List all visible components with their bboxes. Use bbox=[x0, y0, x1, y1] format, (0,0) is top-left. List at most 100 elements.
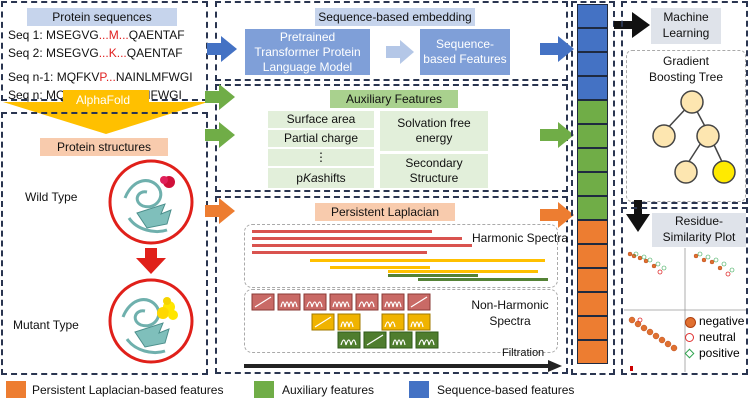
seq-label: Seq n: bbox=[8, 88, 47, 102]
harmonic-spectra-box bbox=[244, 224, 558, 288]
seq-label: Seq 2: bbox=[8, 46, 47, 60]
protein-sequences-title: Protein sequences bbox=[27, 8, 177, 26]
legend-swatch-sequence bbox=[409, 381, 429, 398]
residue-similarity-scatter bbox=[624, 248, 746, 372]
legend-swatch-laplacian bbox=[6, 381, 26, 398]
seq-ellipsis: ... bbox=[118, 28, 129, 42]
laplacian-feature-cell bbox=[577, 340, 608, 364]
seq-suffix: QAENTAF bbox=[126, 46, 183, 60]
laplacian-to-column-arrow bbox=[540, 202, 574, 228]
positive-marker-icon bbox=[684, 348, 695, 359]
ellipsis-item: ⋮ bbox=[268, 149, 374, 166]
auxiliary-feature-cell bbox=[577, 148, 608, 172]
positive-label: positive bbox=[699, 346, 740, 360]
legend-label-laplacian: Persistent Laplacian-based features bbox=[32, 383, 224, 397]
seq-to-embedding-arrow bbox=[207, 36, 237, 62]
residue-similarity-panel bbox=[621, 207, 748, 375]
mutant-type-label: Mutant Type bbox=[13, 318, 79, 332]
laplacian-feature-cell bbox=[577, 244, 608, 268]
persistent-laplacian-panel bbox=[215, 196, 568, 374]
gradient-boosting-tree-label: Gradient Boosting Tree bbox=[648, 54, 724, 84]
legend-positive: positive bbox=[684, 346, 745, 362]
seq-mutation: K bbox=[108, 46, 117, 60]
sequence-feature-cell bbox=[577, 52, 608, 76]
column-to-ml-arrow bbox=[614, 12, 650, 38]
residue-similarity-title: Residue-Similarity Plot bbox=[652, 213, 746, 247]
legend-label-sequence: Sequence-based features bbox=[437, 383, 575, 397]
plm-to-features-arrow bbox=[386, 40, 414, 64]
seq-prefix: MSEGVG bbox=[46, 46, 99, 60]
seq-mutation: M bbox=[108, 28, 119, 42]
solvation-free-energy-item: Solvation free energy bbox=[380, 111, 488, 151]
wild-type-label: Wild Type bbox=[25, 190, 78, 204]
pka-suffix: shifts bbox=[317, 170, 346, 185]
neutral-label: neutral bbox=[699, 330, 736, 344]
persistent-laplacian-title: Persistent Laplacian bbox=[315, 203, 455, 221]
seq-ellipsis: ... bbox=[98, 46, 109, 60]
partial-charge-item: Partial charge bbox=[268, 130, 374, 147]
seq-prefix: MSEGVG bbox=[46, 28, 99, 42]
non-harmonic-plots bbox=[251, 293, 439, 349]
neutral-marker-icon bbox=[685, 333, 694, 342]
seq-suffix: NAINLMFWGI bbox=[115, 70, 193, 84]
sequence-feature-cell bbox=[577, 76, 608, 100]
sequence-feature-cell bbox=[577, 4, 608, 28]
sequence-based-features-box: Sequence-based Features bbox=[420, 29, 510, 75]
embedding-to-column-arrow bbox=[540, 36, 574, 62]
seq-ellipsis: ... bbox=[105, 70, 116, 84]
legend-neutral: neutral bbox=[685, 330, 745, 346]
seq-prefix: MQFKV bbox=[56, 70, 100, 84]
auxiliary-feature-cell bbox=[577, 196, 608, 220]
surface-area-item: Surface area bbox=[268, 111, 374, 128]
structure-to-laplacian-arrow bbox=[205, 198, 235, 224]
negative-marker-icon bbox=[685, 317, 696, 328]
negative-label: negative bbox=[699, 314, 745, 328]
auxiliary-to-column-arrow bbox=[540, 122, 574, 148]
legend-negative: negative bbox=[685, 314, 745, 330]
auxiliary-feature-cell bbox=[577, 100, 608, 124]
alphafold-arrow bbox=[3, 90, 208, 134]
non-harmonic-text: Non-Harmonic Spectra bbox=[471, 298, 549, 329]
sequence-line: Seq 2: MSEGVG...K...QAENTAF bbox=[8, 46, 183, 60]
laplacian-feature-cell bbox=[577, 292, 608, 316]
pka-prefix: p bbox=[296, 170, 303, 185]
seq-mutation: P bbox=[99, 70, 106, 84]
protein-language-model-box: Pretrained Transformer Protein Language … bbox=[245, 29, 370, 75]
laplacian-feature-cell bbox=[577, 316, 608, 340]
harmonic-bars bbox=[252, 230, 548, 281]
auxiliary-feature-cell bbox=[577, 124, 608, 148]
residue-legend: negative neutral positive bbox=[684, 314, 745, 362]
machine-learning-title: Machine Learning bbox=[651, 8, 721, 44]
non-harmonic-spectra-label: Non-Harmonic Spectra bbox=[470, 297, 550, 329]
laplacian-feature-cell bbox=[577, 268, 608, 292]
feature-vector-panel bbox=[571, 1, 615, 375]
alphafold-label: AlphaFold bbox=[75, 93, 131, 107]
filtration-arrow bbox=[244, 360, 562, 372]
feature-vector-column bbox=[577, 4, 608, 364]
mutation-arrow bbox=[136, 248, 166, 274]
sequence-line: Seq 1: MSEGVG...M...QAENTAF bbox=[8, 28, 185, 42]
seq-ellipsis: ... bbox=[116, 46, 127, 60]
sequence-line: Seq n-1: MQFKVP...NAINLMFWGI bbox=[8, 70, 193, 84]
decision-tree-graphic bbox=[652, 90, 736, 184]
pka-sub: Ka bbox=[302, 170, 318, 185]
structure-to-auxiliary-arrow bbox=[205, 122, 235, 148]
laplacian-feature-cell bbox=[577, 220, 608, 244]
protein-structures-title: Protein structures bbox=[40, 138, 168, 156]
seq-label: Seq 1: bbox=[8, 28, 47, 42]
seq-ellipsis: ... bbox=[98, 28, 109, 42]
sequence-feature-cell bbox=[577, 28, 608, 52]
legend-swatch-auxiliary bbox=[254, 381, 274, 398]
seq-suffix: QAENTAF bbox=[128, 28, 185, 42]
protein-structures-panel bbox=[1, 112, 208, 375]
sequence-embedding-panel bbox=[215, 1, 568, 81]
seq-to-auxiliary-arrow bbox=[205, 84, 235, 110]
secondary-structure-item: Secondary Structure bbox=[380, 154, 488, 188]
auxiliary-feature-cell bbox=[577, 172, 608, 196]
wild-type-structure-image bbox=[108, 159, 194, 245]
filtration-label: Filtration bbox=[502, 347, 545, 359]
mutant-type-structure-image bbox=[108, 278, 194, 364]
auxiliary-features-title: Auxiliary Features bbox=[330, 90, 458, 108]
gradient-boosting-tree-box bbox=[626, 50, 746, 202]
